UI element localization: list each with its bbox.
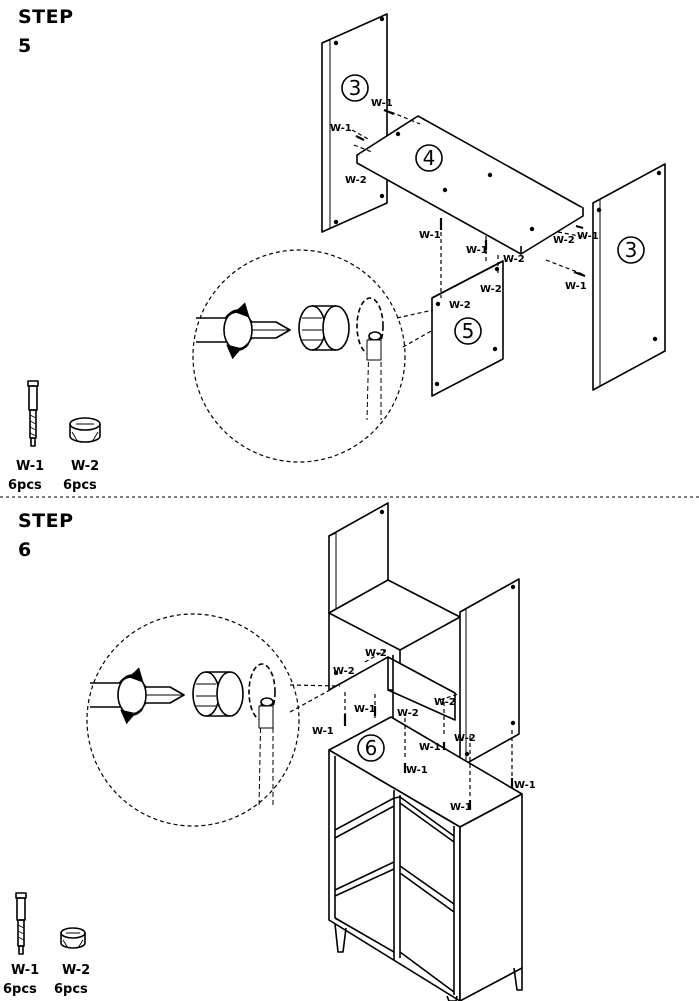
- step6-hw-tag: W-2: [333, 666, 355, 677]
- step5-callout-circle: [617, 236, 645, 264]
- step6-callout-circle: [357, 734, 385, 762]
- step6-guide-lines: [344, 649, 513, 798]
- cam-bolt-icon: [15, 892, 27, 955]
- step-6-number: 6: [18, 539, 32, 561]
- hw-w2-qty: 6pcs: [54, 982, 88, 997]
- step5-panel-number: 5: [462, 319, 475, 343]
- step5-hw-tag: W-2: [449, 300, 471, 311]
- hw-w1-qty: 6pcs: [8, 478, 42, 493]
- step5-panel-number: 3: [625, 238, 638, 262]
- step5-detail-bolt: [366, 331, 382, 421]
- cam-bolt-icon: [27, 380, 39, 447]
- step5-detail-circle: [192, 249, 406, 463]
- step5-callout-circle: [341, 74, 369, 102]
- cam-lock-nut-icon: [69, 417, 101, 443]
- step5-panel-divider: [431, 260, 504, 397]
- cam-lock-detail-icon: [192, 671, 244, 717]
- hw-w2-qty: 6pcs: [63, 478, 97, 493]
- step5-hw-tag: W-1: [371, 98, 393, 109]
- hw-w1-code: W-1: [16, 459, 45, 474]
- hw-w1-qty: 6pcs: [3, 982, 37, 997]
- screwdriver-icon: [196, 302, 291, 360]
- step6-hw-tag: W-1: [406, 765, 428, 776]
- step5-callout-circle: [454, 317, 482, 345]
- step5-hw-tag: W-2: [480, 284, 502, 295]
- step-5-label: STEP: [18, 6, 74, 28]
- step5-hw-tag: W-2: [503, 254, 525, 265]
- step6-detail-bolt: [258, 697, 274, 809]
- step6-hw-tag: W-1: [450, 802, 472, 813]
- step5-hw-tag: W-2: [553, 235, 575, 246]
- step5-guide-lines: [351, 111, 586, 298]
- step6-panel-number: 6: [365, 736, 378, 760]
- step6-hw-tag: W-1: [419, 742, 441, 753]
- step6-hw-tag: W-1: [514, 780, 536, 791]
- step5-hw-tag: W-1: [419, 230, 441, 241]
- step5-hw-tag: W-1: [330, 123, 352, 134]
- step6-detail-circle: [86, 613, 300, 827]
- step5-hw-tag: W-1: [565, 281, 587, 292]
- leg: [446, 995, 458, 1001]
- leg: [513, 967, 523, 991]
- step6-hw-tag: W-1: [312, 726, 334, 737]
- cam-lock-detail-icon: [298, 305, 350, 351]
- leg: [334, 923, 347, 953]
- step-6-label: STEP: [18, 510, 74, 532]
- step5-panel-top: [356, 115, 584, 255]
- screwdriver-icon: [90, 667, 185, 725]
- step5-hw-tag: W-1: [466, 245, 488, 256]
- step5-bolts: [355, 108, 586, 278]
- step6-bolts: [343, 706, 514, 810]
- cam-lock-nut-icon: [60, 927, 86, 949]
- step6-side-panel: [459, 578, 520, 768]
- step5-panel-side-left: [321, 13, 388, 233]
- step6-hw-tag: W-2: [454, 733, 476, 744]
- step6-upper-unit: [328, 502, 461, 730]
- step6-hw-tag: W-2: [397, 708, 419, 719]
- step5-panel-number: 3: [349, 76, 362, 100]
- step5-hw-tag: W-2: [345, 175, 367, 186]
- step5-callout-circle: [415, 144, 443, 172]
- hw-w2-code: W-2: [62, 963, 91, 978]
- step5-panel-number: 4: [423, 146, 436, 170]
- step6-hw-tag: W-1: [354, 704, 376, 715]
- hw-w1-code: W-1: [11, 963, 40, 978]
- step5-hw-tag: W-1: [577, 231, 599, 242]
- step-5-number: 5: [18, 35, 32, 57]
- step5-panel-side-right: [592, 163, 666, 391]
- step6-hw-tag: W-2: [365, 648, 387, 659]
- hw-w2-code: W-2: [71, 459, 100, 474]
- step6-base-unit: [328, 716, 523, 1001]
- step6-hw-tag: W-2: [434, 697, 456, 708]
